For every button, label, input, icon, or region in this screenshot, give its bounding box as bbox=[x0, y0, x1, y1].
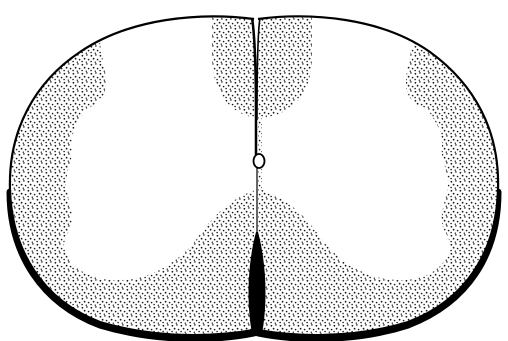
central-canal bbox=[254, 154, 265, 168]
left-half bbox=[10, 12, 256, 338]
right-half bbox=[258, 12, 498, 338]
